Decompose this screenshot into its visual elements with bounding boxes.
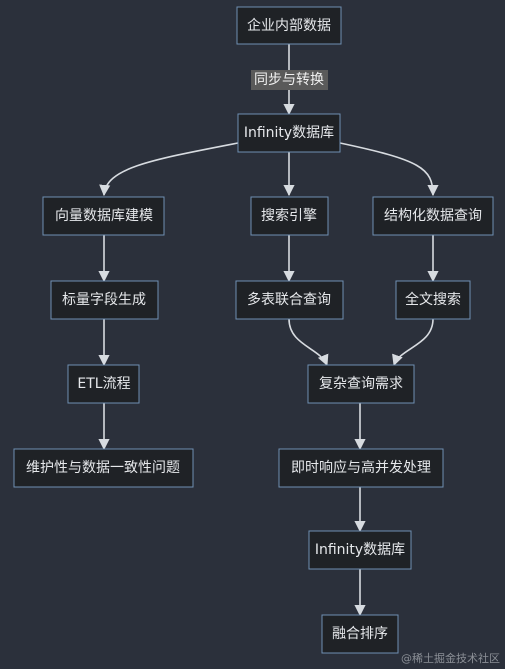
node-tagging: 标量字段生成 [50, 280, 159, 320]
edge-infinity-to-structured [339, 142, 439, 197]
node-search-engine: 搜索引擎 [250, 196, 329, 236]
node-complex-query-label: 复杂查询需求 [319, 375, 403, 392]
node-fulltext-search-label: 全文搜索 [405, 291, 461, 308]
node-complex-query: 复杂查询需求 [307, 364, 415, 404]
node-multi-table-join: 多表联合查询 [235, 280, 344, 320]
node-structured-query-label: 结构化数据查询 [384, 208, 482, 224]
node-tagging-label: 标量字段生成 [62, 292, 146, 308]
edge-label-sync: 同步与转换 [251, 70, 328, 90]
node-infinity-top-label: Infinity数据库 [244, 125, 334, 141]
node-multi-table-join-label: 多表联合查询 [247, 291, 331, 308]
node-fusion-rank: 融合排序 [321, 614, 399, 654]
node-vector-modeling-label: 向量数据库建模 [55, 208, 153, 224]
node-realtime-label: 即时响应与高并发处理 [291, 459, 431, 476]
node-consistency-label: 维护性与数据一致性问题 [26, 460, 180, 476]
node-structured-query: 结构化数据查询 [372, 196, 494, 236]
node-enterprise-data-label: 企业内部数据 [247, 17, 331, 34]
node-realtime: 即时响应与高并发处理 [278, 448, 444, 488]
edge-infinity-to-vector [99, 142, 239, 197]
node-consistency: 维护性与数据一致性问题 [13, 448, 194, 488]
node-fusion-rank-label: 融合排序 [332, 626, 388, 642]
node-fulltext-search: 全文搜索 [395, 280, 471, 320]
node-infinity-top: Infinity数据库 [237, 113, 341, 153]
node-infinity-bottom: Infinity数据库 [308, 530, 412, 570]
node-search-engine-label: 搜索引擎 [261, 207, 317, 224]
node-vector-modeling: 向量数据库建模 [42, 196, 165, 236]
node-infinity-bottom-label: Infinity数据库 [315, 542, 405, 558]
node-etl-label: ETL流程 [77, 376, 130, 392]
edge-label-sync-text: 同步与转换 [254, 71, 324, 88]
edge-join-to-complex [288, 318, 329, 367]
watermark: @稀土掘金技术社区 [401, 651, 500, 665]
edges [98, 44, 439, 617]
node-etl: ETL流程 [67, 364, 140, 404]
edge-fulltext-to-complex [392, 318, 434, 367]
node-enterprise-data: 企业内部数据 [236, 6, 342, 45]
